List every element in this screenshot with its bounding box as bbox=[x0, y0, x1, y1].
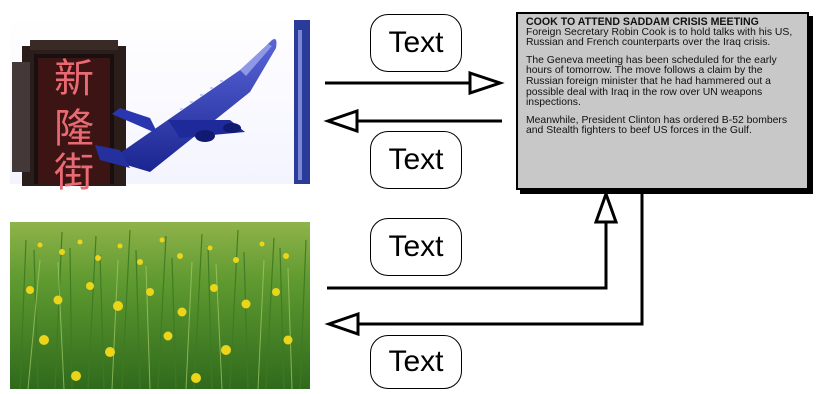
arrow-left-top bbox=[323, 108, 502, 134]
text-label-box: Text bbox=[370, 14, 462, 72]
text-label-box: Text bbox=[370, 335, 462, 389]
article-paragraph: Meanwhile, President Clinton has ordered… bbox=[526, 114, 788, 137]
news-article-box: COOK TO ATTEND SADDAM CRISIS MEETING For… bbox=[516, 12, 809, 190]
grass-flowers-photo bbox=[10, 222, 310, 390]
sign-char: 街 bbox=[54, 151, 94, 195]
article-headline: COOK TO ATTEND SADDAM CRISIS MEETING bbox=[526, 16, 759, 28]
article-paragraph: Foreign Secretary Robin Cook is to hold … bbox=[526, 26, 793, 49]
article-paragraph: The Geneva meeting has been scheduled fo… bbox=[526, 54, 777, 109]
sign-char: 隆 bbox=[54, 107, 94, 151]
arrow-up-bottom bbox=[327, 189, 619, 290]
sign-char: 新 bbox=[54, 57, 94, 101]
text-label-box: Text bbox=[370, 218, 462, 276]
airplane-sign-photo: 新 隆 街 bbox=[10, 14, 310, 195]
arrow-right-top bbox=[325, 70, 505, 96]
arrow-left-bottom bbox=[324, 194, 644, 337]
text-label-box: Text bbox=[370, 131, 462, 189]
